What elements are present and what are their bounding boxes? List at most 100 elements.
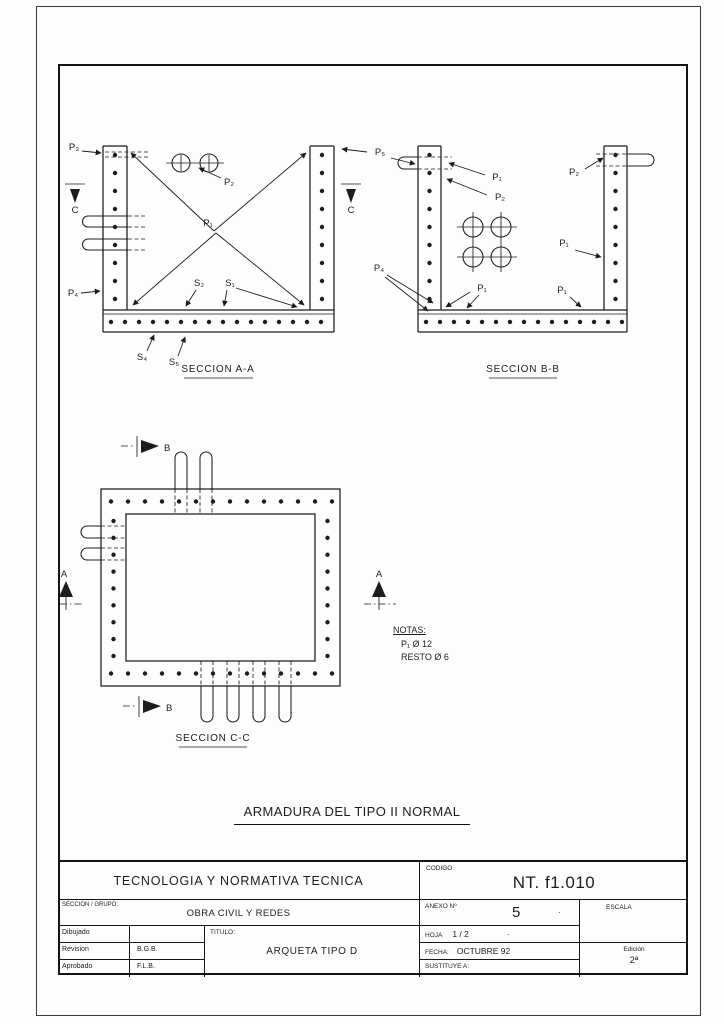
section-aa: P₃ C P₄ P₂ P₁ S₂ S₁ S₄ S₅ C P₅ P₄ SECCIO…	[65, 142, 434, 379]
label-cut-b-bottom: B	[166, 703, 172, 714]
codigo-value: NT. f1.010	[512, 873, 596, 892]
escala-cell: ESCALA	[580, 900, 688, 943]
anexo-value: 5	[512, 904, 521, 921]
seccion-grupo-label: SECCION / GRUPO:	[62, 902, 119, 908]
anexo-mark: ·	[558, 908, 561, 917]
label-p1-aa: P₁	[203, 218, 213, 229]
label-p1-bb-botleft: P₁	[477, 283, 487, 294]
titulo-cell: TITULO: ARQUETA TIPO D	[205, 926, 420, 977]
sustituye-label: SUSTITUYE A:	[425, 963, 470, 970]
aprobado-value-cell: F.L.B.	[130, 960, 205, 977]
section-bb-rebar-dots-right	[613, 152, 618, 302]
aprobado-value: F.L.B.	[137, 963, 155, 970]
aprobado-label: Aprobado	[62, 963, 93, 970]
section-bb-pipe-circles	[457, 212, 517, 272]
label-cut-c-right: C	[348, 205, 355, 216]
title-block: TECNOLOGIA Y NORMATIVA TECNICA CODIGO NT…	[58, 860, 688, 977]
titulo-value: ARQUETA TIPO D	[266, 946, 358, 957]
label-p2-bb-mid: P₂	[495, 192, 505, 203]
section-cc-cut-marks	[59, 436, 396, 717]
label-cut-a-left: A	[61, 569, 68, 580]
dibujado-label: Dibujado	[62, 929, 90, 936]
sustituye-cell: SUSTITUYE A:	[420, 960, 580, 977]
section-cc-structure	[100, 488, 341, 687]
section-cc-title: SECCION C-C	[176, 733, 251, 744]
edicion-cell: Edición 2ª	[580, 943, 688, 977]
seccion-grupo-cell: SECCION / GRUPO: OBRA CIVIL Y REDES	[58, 900, 420, 926]
section-aa-rebar-dots-right	[319, 152, 325, 302]
label-p1-bb-botright: P₁	[557, 285, 567, 296]
label-s4: S₄	[137, 352, 147, 363]
section-cc-bottom-pipes	[200, 661, 292, 723]
revision-value-cell: B.G.B.	[130, 943, 205, 960]
section-bb-structure	[417, 145, 628, 333]
label-s1: S₁	[225, 278, 235, 289]
codigo-cell: CODIGO NT. f1.010	[420, 862, 688, 900]
dibujado-label-cell: Dibujado	[58, 926, 130, 943]
aprobado-label-cell: Aprobado	[58, 960, 130, 977]
section-aa-pipe-circles	[166, 153, 224, 173]
section-aa-rebar-dots-slab	[108, 319, 324, 325]
drawing-frame	[58, 64, 688, 975]
escala-label: ESCALA	[606, 904, 632, 911]
edicion-value: 2ª	[629, 955, 639, 966]
label-s2: S₂	[194, 278, 204, 289]
section-bb: P₁ P₂ P₂ P₁ P₁ P₁ SECCION B-B	[397, 145, 655, 379]
seccion-grupo-value: OBRA CIVIL Y REDES	[186, 908, 291, 919]
notes-line-2: RESTO Ø 6	[401, 652, 449, 662]
label-p5: P₅	[375, 147, 385, 158]
label-p3: P₃	[69, 142, 79, 153]
revision-value: B.G.B.	[137, 946, 158, 953]
revision-label-cell: Revision	[58, 943, 130, 960]
fecha-label: FECHA:	[425, 949, 449, 956]
section-aa-leaders	[80, 146, 434, 357]
titulo-label: TITULO:	[210, 929, 235, 936]
organization-name: TECNOLOGIA Y NORMATIVA TECNICA	[113, 873, 364, 888]
section-cc: B B A A SECCION C-C	[59, 436, 396, 748]
label-p1-bb-top: P₁	[492, 172, 502, 183]
section-cc-rebar-dots-bottom	[108, 671, 335, 676]
section-cc-rebar-dots-top	[108, 499, 335, 504]
fecha-cell: FECHA: OCTUBRE 92	[420, 943, 580, 960]
label-p2-bb-right: P₂	[569, 167, 579, 178]
notes-line-1: P₁ Ø 12	[401, 638, 433, 649]
label-p1-bb-right: P₁	[559, 238, 569, 249]
organization-cell: TECNOLOGIA Y NORMATIVA TECNICA	[58, 862, 420, 900]
section-cc-rebar-dots-leftcol	[111, 518, 116, 659]
section-aa-rebar-dots-left	[112, 152, 118, 302]
notes-heading: NOTAS:	[393, 625, 426, 635]
section-bb-rebar-dots-slab	[423, 319, 625, 325]
sheet-main-title: ARMADURA DEL TIPO II NORMAL	[234, 804, 470, 825]
label-p2-aa: P₂	[224, 177, 234, 188]
section-bb-rebar-dots-left	[427, 152, 432, 302]
section-bb-leaders	[445, 157, 604, 309]
codigo-label: CODIGO	[426, 865, 453, 872]
fecha-value: OCTUBRE 92	[456, 946, 511, 956]
label-s5: S₅	[169, 357, 179, 368]
section-cc-top-pipes	[174, 451, 213, 514]
hoja-label: HOJA	[425, 932, 443, 939]
anexo-label: ANEXO Nº	[425, 903, 457, 910]
revision-label: Revision	[62, 946, 89, 953]
hoja-cell: HOJA 1 / 2 ·	[420, 926, 580, 943]
edicion-label: Edición	[623, 946, 645, 953]
label-p4-left: P₄	[68, 288, 78, 299]
anexo-cell: ANEXO Nº 5 ·	[420, 900, 580, 926]
section-cc-left-pipes	[80, 525, 126, 561]
hoja-mark: ·	[506, 930, 510, 939]
section-aa-cut-marks-c	[65, 183, 361, 203]
section-bb-title: SECCION B-B	[486, 364, 560, 375]
label-cut-b-top: B	[164, 443, 170, 454]
outer-border	[36, 6, 701, 1016]
label-p4-right: P₄	[374, 263, 384, 274]
section-aa-side-pipes	[82, 215, 146, 251]
section-aa-title: SECCION A-A	[181, 364, 254, 375]
section-cc-rebar-dots-rightcol	[325, 518, 330, 659]
dibujado-value-cell	[130, 926, 205, 943]
label-cut-a-right: A	[376, 569, 383, 580]
notes-block: NOTAS: P₁ Ø 12 RESTO Ø 6	[393, 624, 449, 665]
label-cut-c-left: C	[72, 205, 79, 216]
hoja-value: 1 / 2	[452, 929, 469, 939]
